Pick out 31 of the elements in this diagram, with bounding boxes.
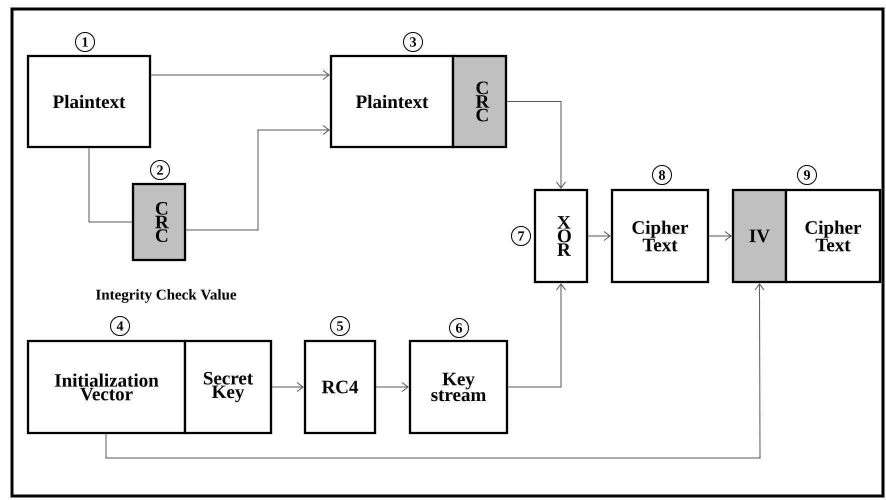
process-box: Cipher Text: [610, 188, 710, 284]
process-box: Plaintext: [26, 54, 152, 148]
process-box: RC4: [304, 340, 376, 434]
step-number: 2: [150, 160, 170, 180]
arrow: [376, 382, 409, 392]
process-box: Plaintext: [330, 54, 454, 148]
step-number: 5: [330, 316, 350, 336]
step-number: 6: [449, 318, 469, 338]
shaded-box: C R C: [132, 182, 186, 262]
node-label: Integrity Check Value: [96, 289, 236, 303]
process-box: X O R: [534, 188, 588, 284]
step-number: 1: [75, 32, 95, 52]
step-number: 9: [797, 165, 817, 185]
arrow: [508, 283, 566, 388]
arrow: [186, 125, 330, 230]
process-box: Cipher Text: [784, 188, 882, 284]
arrow: [150, 70, 330, 80]
arrow: [588, 231, 611, 241]
shaded-box: C R C: [452, 54, 508, 148]
step-number: 7: [511, 226, 531, 246]
arrow: [708, 231, 732, 241]
process-box: Secret Key: [184, 340, 272, 434]
step-number: 4: [110, 316, 130, 336]
step-number: 3: [403, 32, 423, 52]
arrow: [272, 382, 304, 392]
process-box: Initialization Vector: [26, 340, 186, 434]
arrow: [506, 101, 566, 189]
arrow: [106, 283, 765, 458]
step-number: 8: [652, 165, 672, 185]
shaded-box: IV: [732, 188, 788, 284]
process-box: Key stream: [408, 340, 508, 434]
